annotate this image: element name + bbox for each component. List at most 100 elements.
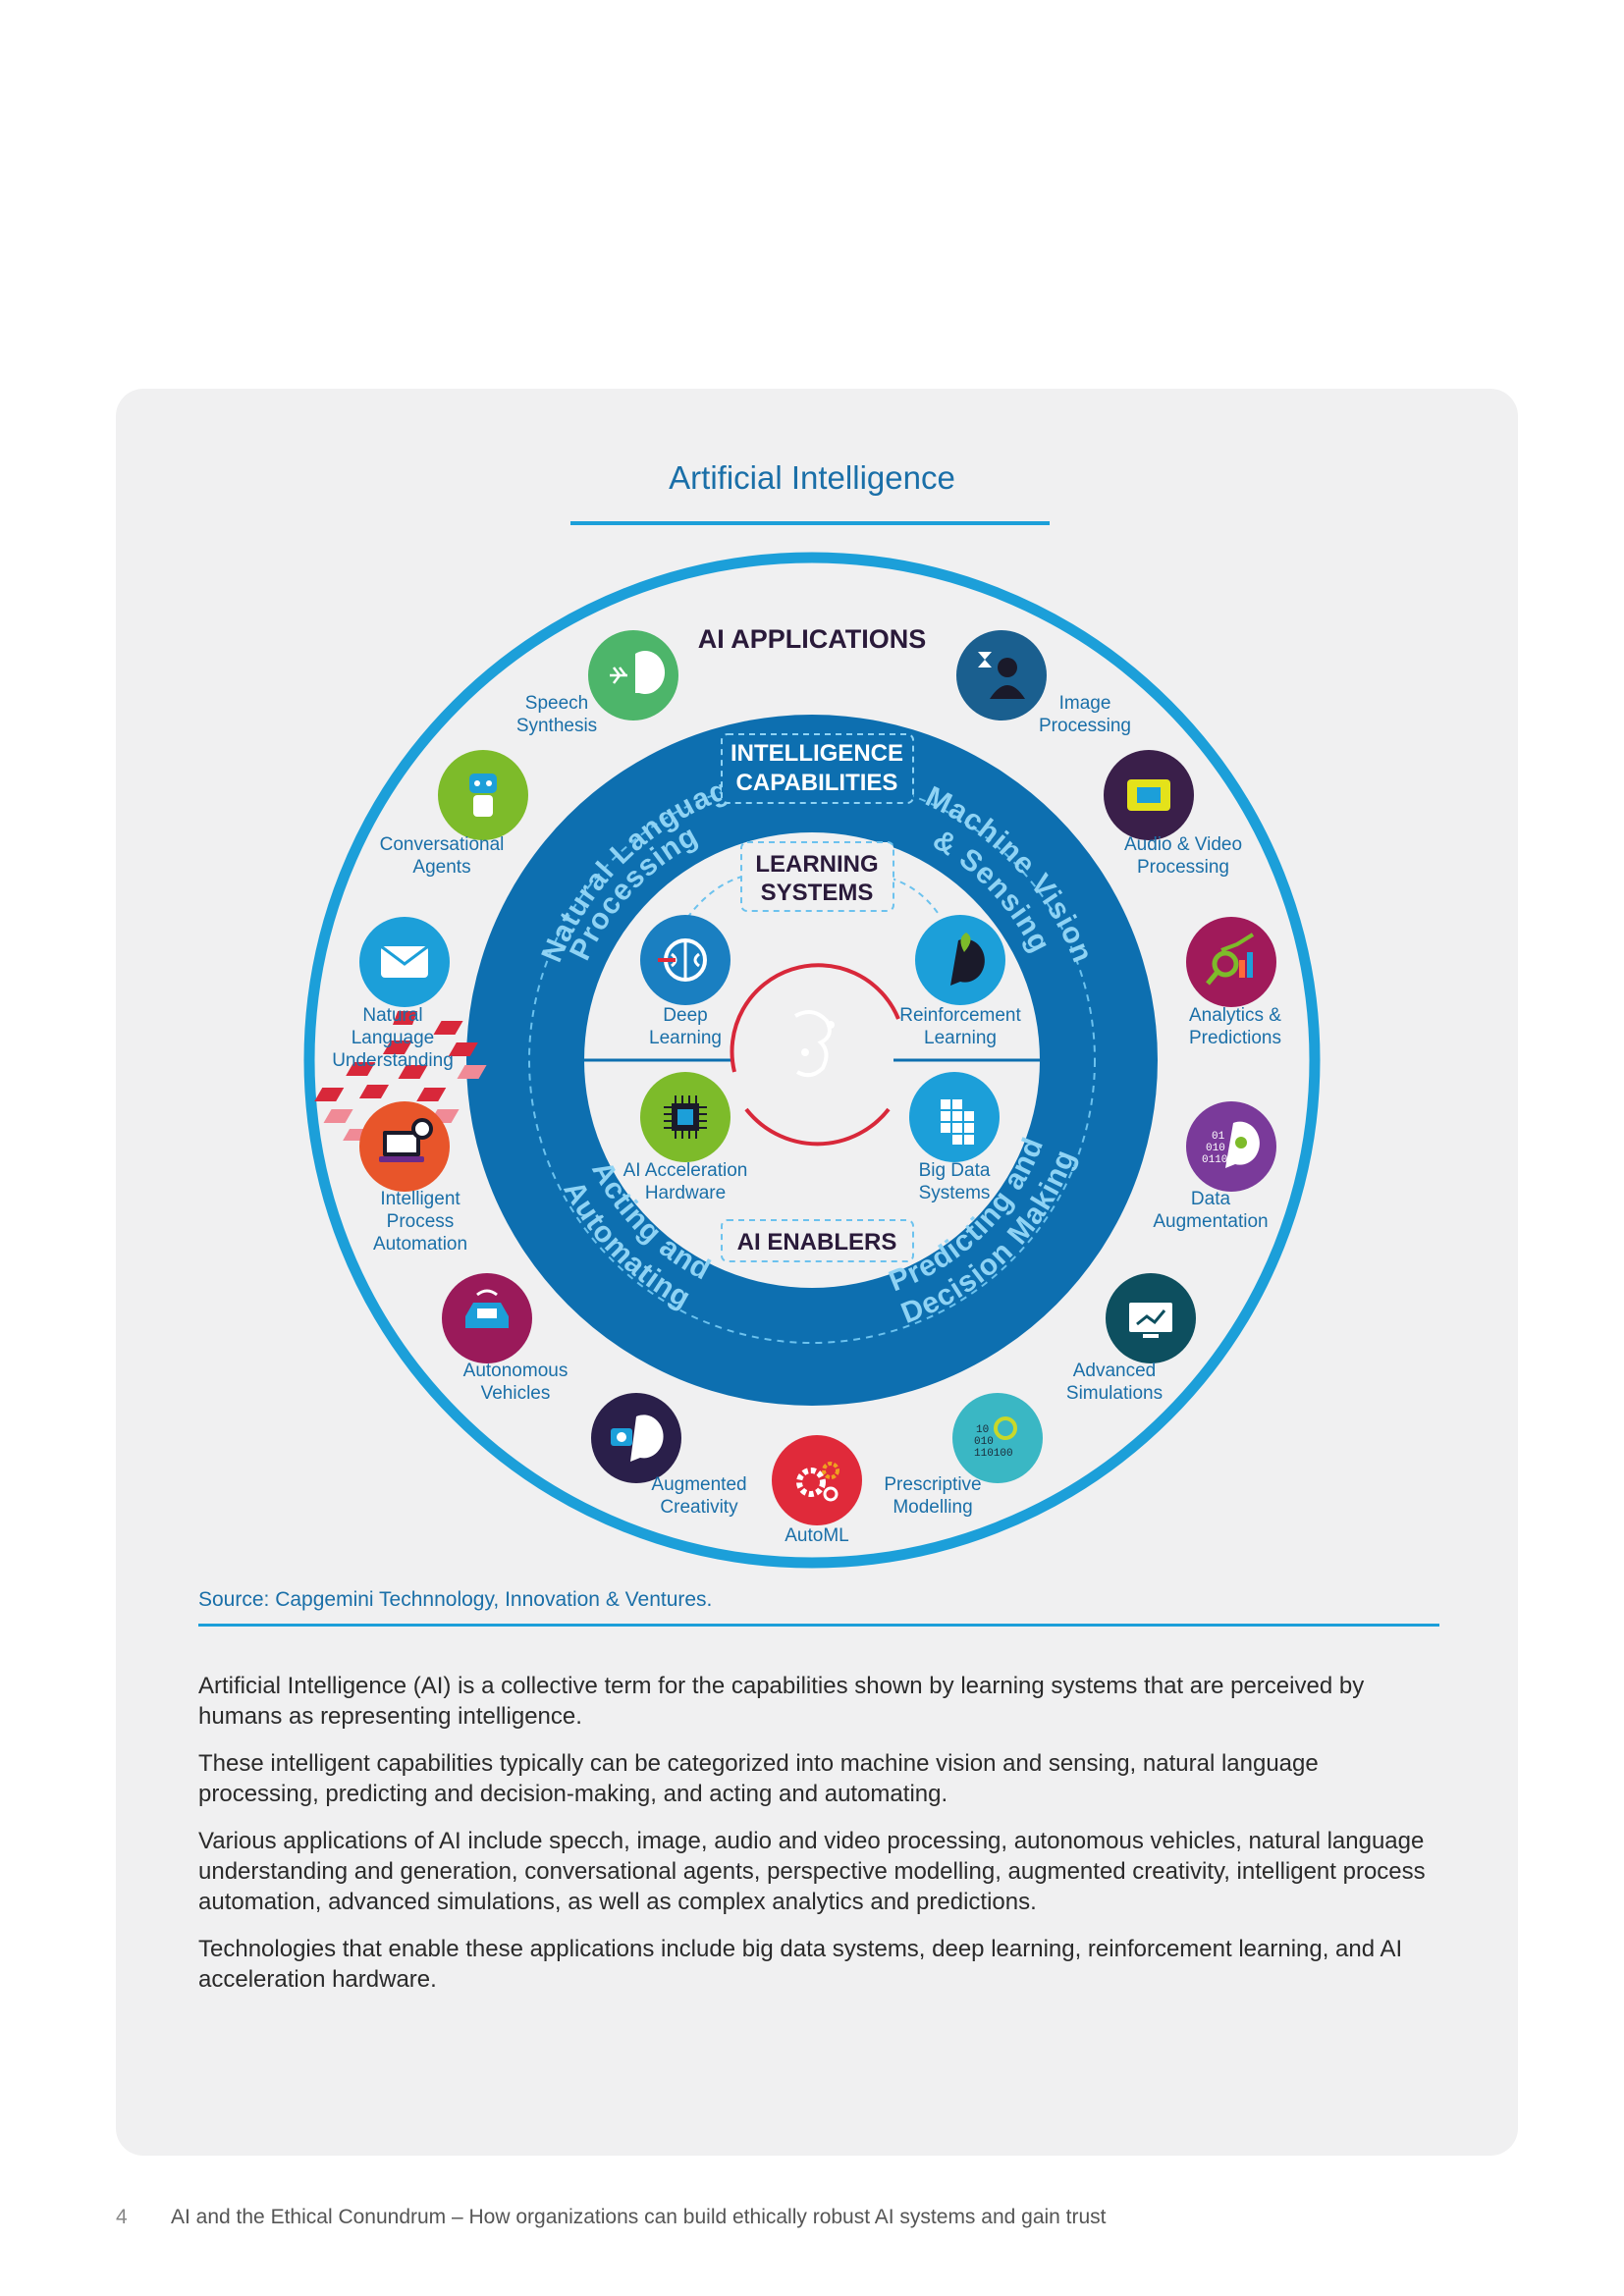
augmented-creativity-label-line: Augmented bbox=[651, 1474, 746, 1495]
paragraph-1: Artificial Intelligence (AI) is a collec… bbox=[198, 1673, 1365, 1730]
autonomous-vehicles-label-line: Autonomous bbox=[463, 1361, 568, 1381]
svg-text:INTELLIGENCE: INTELLIGENCE bbox=[731, 740, 903, 767]
intelligent-process-automation-label-line: Automation bbox=[373, 1234, 467, 1255]
page-footer: 4 AI and the Ethical Conundrum – How orga… bbox=[116, 2206, 1107, 2229]
svg-text:AI ENABLERS: AI ENABLERS bbox=[737, 1229, 897, 1255]
svg-text:010: 010 bbox=[1206, 1143, 1225, 1154]
body-text: Artificial Intelligence (AI) is a collec… bbox=[198, 1671, 1439, 2011]
analytics-and-predictions-label-line: Analytics & bbox=[1189, 1005, 1281, 1026]
source-rule bbox=[198, 1624, 1439, 1627]
page-number: 4 bbox=[116, 2206, 128, 2228]
audio-and-video-processing-label-line: Processing bbox=[1137, 857, 1229, 878]
natural-language-understanding-label-line: Language bbox=[352, 1028, 435, 1048]
prescriptive-modelling-label-line: Prescriptive bbox=[884, 1474, 981, 1495]
outer-ring bbox=[303, 552, 1321, 1569]
analytics-icon bbox=[1206, 933, 1255, 986]
svg-text:CAPABILITIES: CAPABILITIES bbox=[736, 770, 898, 796]
reinforcement-learning-label-line: Reinforcement bbox=[899, 1005, 1021, 1026]
svg-text:LEARNING: LEARNING bbox=[755, 851, 878, 878]
footer-text: AI and the Ethical Conundrum – How organ… bbox=[171, 2206, 1107, 2228]
speech-synthesis-circle bbox=[588, 630, 678, 721]
prescriptive-modelling-label-line: Modelling bbox=[893, 1497, 972, 1518]
big-data-systems-label-line: Systems bbox=[919, 1183, 991, 1203]
svg-text:01101: 01101 bbox=[1202, 1154, 1234, 1166]
ai-acceleration-hardware-label-line: Hardware bbox=[645, 1183, 726, 1203]
analytics-and-predictions-node: Analytics &Predictions bbox=[1186, 917, 1281, 1048]
automl-label-line: AutoML bbox=[785, 1525, 848, 1546]
advanced-simulations-label-line: Simulations bbox=[1066, 1383, 1163, 1404]
data-blocks-icon bbox=[941, 1099, 974, 1145]
big-data-systems-label-line: Big Data bbox=[919, 1160, 991, 1181]
svg-text:01: 01 bbox=[1212, 1131, 1225, 1143]
laptop-gear-icon bbox=[379, 1118, 433, 1162]
deep-learning-label-line: Deep bbox=[663, 1005, 707, 1026]
automl-node: AutoML bbox=[772, 1435, 862, 1546]
applications-heading: AI APPLICATIONS bbox=[698, 624, 927, 654]
intelligent-process-automation-label-line: Intelligent bbox=[380, 1189, 460, 1209]
gears-icon bbox=[796, 1462, 839, 1502]
title-underline bbox=[570, 521, 1050, 525]
data-augmentation-label-line: Data bbox=[1191, 1189, 1231, 1209]
natural-language-understanding-label-line: Understanding bbox=[332, 1050, 454, 1071]
trend-screen-icon bbox=[1129, 1303, 1172, 1338]
car-icon bbox=[465, 1289, 509, 1328]
image-processing-label-line: Image bbox=[1059, 693, 1111, 714]
camera-head-icon bbox=[611, 1415, 664, 1462]
image-processing-label-line: Processing bbox=[1039, 716, 1131, 736]
data-augmentation-label-line: Augmentation bbox=[1153, 1211, 1268, 1232]
augmented-creativity-label-line: Creativity bbox=[660, 1497, 738, 1518]
reinforcement-learning-label-line: Learning bbox=[924, 1028, 997, 1048]
head-plant-icon bbox=[950, 933, 985, 986]
paragraph-4: Technologies that enable these applicati… bbox=[198, 1936, 1403, 1993]
envelope-icon bbox=[380, 944, 429, 978]
svg-text:110100: 110100 bbox=[974, 1448, 1013, 1460]
brain-icon bbox=[658, 938, 707, 982]
paragraph-2: These intelligent capabilities typically… bbox=[198, 1750, 1319, 1807]
speech-icon bbox=[610, 651, 666, 695]
source-note: Source: Capgemini Technnology, Innovatio… bbox=[198, 1588, 713, 1611]
natural-language-understanding-label-line: Natural bbox=[362, 1005, 422, 1026]
svg-text:10: 10 bbox=[976, 1424, 989, 1436]
conversational-agents-label-line: Conversational bbox=[380, 834, 505, 855]
intelligent-process-automation-label-line: Process bbox=[387, 1211, 455, 1232]
deep-learning-label-line: Learning bbox=[649, 1028, 722, 1048]
analytics-and-predictions-label-line: Predictions bbox=[1189, 1028, 1281, 1048]
learning-heading: LEARNING SYSTEMS bbox=[740, 841, 894, 912]
autonomous-vehicles-label-line: Vehicles bbox=[481, 1383, 551, 1404]
svg-text:SYSTEMS: SYSTEMS bbox=[761, 880, 874, 906]
capabilities-heading: INTELLIGENCE CAPABILITIES bbox=[721, 733, 914, 804]
automl-circle bbox=[772, 1435, 862, 1525]
user-hourglass-icon bbox=[978, 652, 1025, 699]
speech-synthesis-label-line: Speech bbox=[525, 693, 588, 714]
audio-and-video-processing-label-line: Audio & Video bbox=[1124, 834, 1242, 855]
analytics-and-predictions-circle bbox=[1186, 917, 1276, 1007]
chip-icon bbox=[664, 1095, 707, 1139]
paragraph-3: Various applications of AI include specc… bbox=[198, 1828, 1426, 1915]
robot-icon bbox=[469, 774, 497, 817]
tv-icon bbox=[1127, 779, 1170, 811]
advanced-simulations-label-line: Advanced bbox=[1073, 1361, 1157, 1381]
conversational-agents-label-line: Agents bbox=[412, 857, 470, 878]
figure-title: Artificial Intelligence bbox=[669, 459, 955, 496]
enablers-heading: AI ENABLERS bbox=[721, 1219, 914, 1262]
prescriptive-modelling-circle bbox=[952, 1393, 1043, 1483]
svg-text:010: 010 bbox=[974, 1436, 994, 1448]
